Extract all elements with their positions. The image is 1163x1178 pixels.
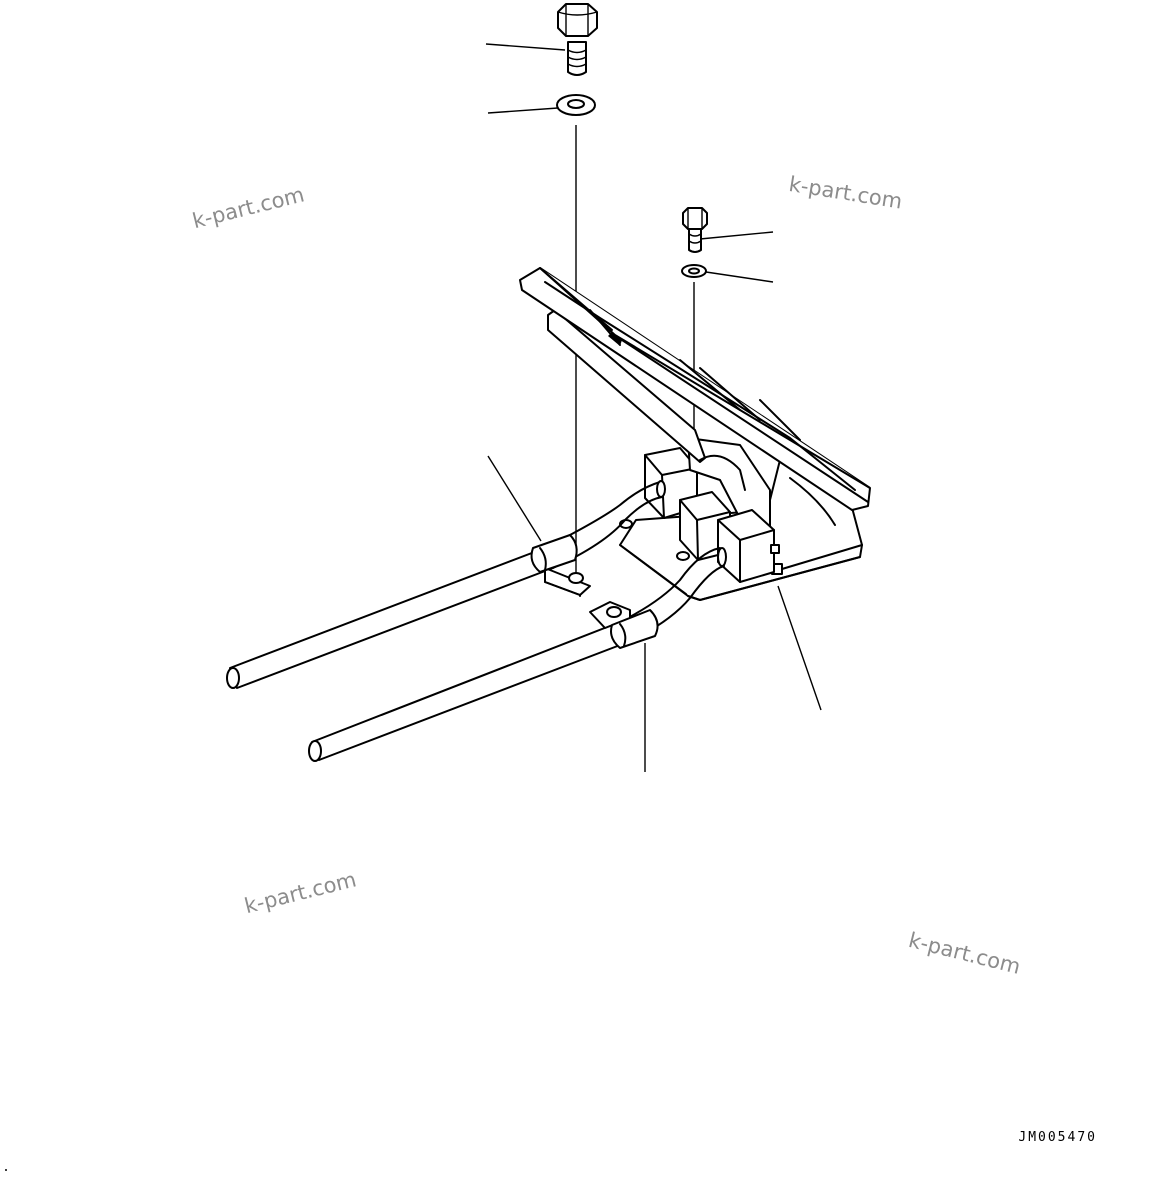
clamp-upper [530, 534, 591, 597]
control-rod-upper [226, 480, 666, 689]
clamp-lower [589, 601, 659, 649]
bolt-small [682, 207, 708, 253]
washer-large [556, 94, 596, 116]
leader-line-bolt-small [699, 231, 774, 240]
margin-dot [5, 1169, 7, 1171]
leader-line-pedal-base [777, 585, 822, 711]
pedal-brackets [644, 437, 780, 583]
leader-line-washer-large [487, 107, 559, 114]
bolt-large [557, 3, 598, 76]
washer-small [681, 264, 707, 278]
drawing-code: JM005470 [1018, 1130, 1097, 1145]
leader-line-bolt-large [485, 43, 566, 51]
leader-lines [485, 43, 822, 772]
leader-line-washer-small [705, 271, 774, 283]
leader-line-clamp-upper [487, 455, 542, 542]
accelerator-pedal [519, 267, 871, 511]
